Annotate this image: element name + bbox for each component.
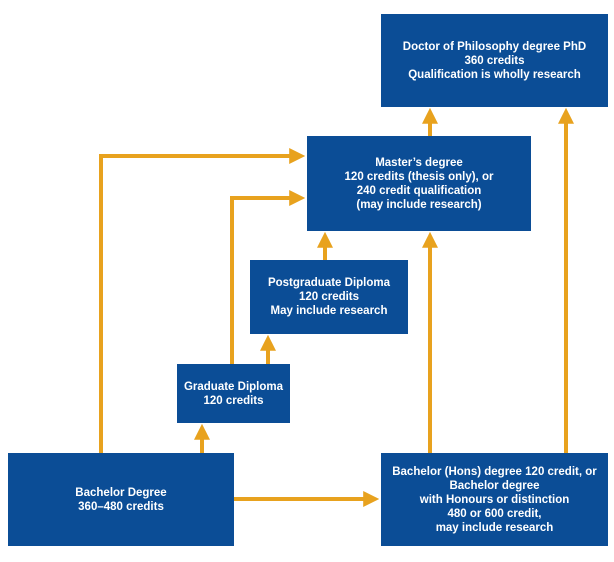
graddip-box-line-2: 120 credits (203, 394, 264, 407)
bachelor-hons-box: Bachelor (Hons) degree 120 credit, or Ba… (381, 453, 608, 546)
masters-box-line-3: 240 credit qualification (356, 184, 482, 197)
arrow-graddip-to-masters (230, 190, 306, 364)
phd-box-line-3: Qualification is wholly research (408, 68, 581, 81)
pgdip-box-line-1: Postgraduate Diploma (267, 277, 391, 289)
pgdip-box-line-3: May include research (270, 305, 388, 317)
bachelor-box-line-2: 360–480 credits (78, 500, 164, 513)
phd-box: Doctor of Philosophy degree PhD 360 cred… (381, 14, 608, 107)
masters-box-line-2: 120 credits (thesis only), or (344, 170, 494, 183)
masters-box-line-4: (may include research) (356, 198, 482, 211)
graduate-diploma-box: Graduate Diploma 120 credits (177, 364, 290, 423)
arrow-bachelor-to-masters (99, 148, 306, 453)
hons-box-line-1: Bachelor (Hons) degree 120 credit, or (392, 465, 597, 478)
phd-box-line-1: Doctor of Philosophy degree PhD (402, 40, 587, 53)
postgraduate-diploma-box: Postgraduate Diploma 120 credits May inc… (250, 260, 408, 334)
masters-box: Master’s degree 120 credits (thesis only… (307, 136, 531, 231)
bachelor-degree-box: Bachelor Degree 360–480 credits (8, 453, 234, 546)
pgdip-box-line-2: 120 credits (298, 291, 360, 303)
phd-box-line-2: 360 credits (464, 54, 525, 67)
masters-box-line-1: Master’s degree (375, 156, 463, 169)
hons-box-line-5: may include research (435, 521, 554, 534)
bachelor-box-line-1: Bachelor Degree (75, 486, 167, 499)
hons-box-line-2: Bachelor degree (449, 479, 540, 492)
hons-box-line-3: with Honours or distinction (419, 493, 570, 506)
hons-box-line-4: 480 or 600 credit, (447, 507, 542, 520)
graddip-box-line-1: Graduate Diploma (183, 380, 284, 393)
